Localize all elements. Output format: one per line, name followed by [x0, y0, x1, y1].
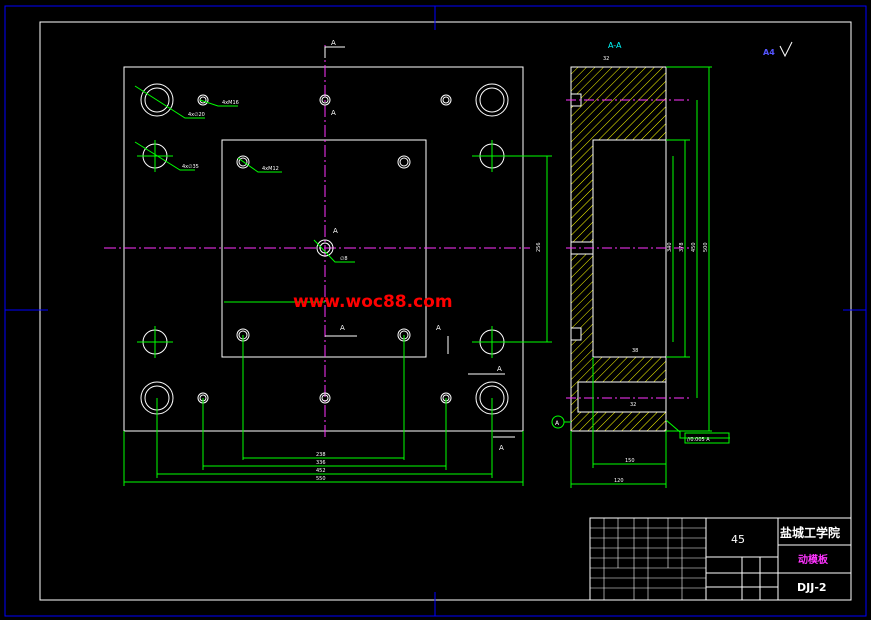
dim-side-inner-1: 38	[632, 348, 638, 354]
section-cut-markers	[324, 46, 515, 438]
dim-side-inner-0: 32	[603, 56, 609, 62]
tolerance-frame	[684, 432, 730, 444]
callout-text-1: 4xM16	[222, 100, 239, 106]
tolerance-leader	[665, 419, 730, 439]
watermark-text: www.woc88.com	[293, 292, 453, 312]
title-part-name: 动模板	[798, 553, 829, 566]
section-label: A-A	[608, 41, 622, 50]
plate-outline	[123, 66, 524, 432]
callout-text-4: 4xM12	[262, 166, 279, 172]
section-mark-a2: A	[333, 227, 338, 235]
dim-front-2: 452	[316, 468, 326, 474]
dim-side-right-2: 450	[691, 242, 697, 252]
scale-mark: A4	[763, 48, 775, 57]
section-right-dimensions	[666, 66, 712, 432]
section-mark-a3: A	[340, 324, 345, 332]
dim-side-right-0: 340	[667, 242, 673, 252]
callout-text-3: 4x∅35	[182, 164, 199, 170]
section-bore	[577, 381, 667, 413]
dim-front-3: 550	[316, 476, 326, 482]
front-view	[104, 45, 552, 486]
callout-text-5: ∅8	[340, 256, 348, 262]
title-block-grid	[590, 518, 706, 600]
tolerance-text: //0.005 A	[687, 437, 710, 443]
section-mark-a5: A	[497, 365, 502, 373]
dim-front-0: 238	[316, 452, 326, 458]
dim-side-right-3: 500	[703, 242, 709, 252]
front-bottom-dimensions	[124, 457, 523, 483]
dim-side-right-1: 378	[679, 242, 685, 252]
title-school: 盐城工学院	[780, 525, 840, 540]
dim-side-inner-2: 32	[630, 402, 636, 408]
dim-side-left: 256	[536, 242, 542, 252]
title-drawing-no: DJJ-2	[797, 581, 827, 594]
section-view	[551, 66, 730, 488]
frame-center-marks	[5, 6, 866, 616]
datum-label: A	[555, 420, 560, 427]
title-block	[589, 517, 852, 601]
title-material: 45	[731, 533, 745, 546]
roughness-icon	[779, 41, 793, 58]
callout-text-2: 4x∅20	[188, 112, 205, 118]
hole-centermarks	[123, 140, 552, 486]
guide-holes	[140, 83, 509, 415]
dim-side-bottom-0: 150	[625, 458, 635, 464]
dim-side-bottom-1: 120	[614, 478, 624, 484]
section-bottom-dimensions	[570, 357, 667, 488]
section-hole-low	[570, 327, 582, 341]
section-centerlines	[566, 99, 690, 399]
callout-leaders	[134, 85, 355, 263]
return-pin-holes	[142, 143, 505, 355]
section-mark-a4: A	[436, 324, 441, 332]
inner-border	[39, 21, 852, 601]
dim-front-1: 336	[316, 460, 326, 466]
section-mark-a6: A	[499, 444, 504, 452]
section-mark-a1: A	[331, 109, 336, 117]
section-mark-top: A	[331, 39, 336, 47]
